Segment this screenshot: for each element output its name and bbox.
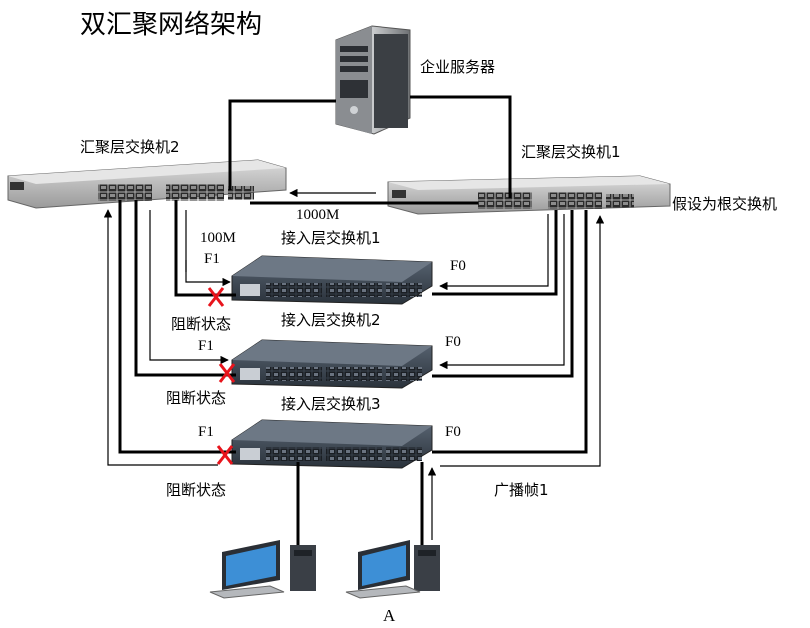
as1-blocked-label: 阻断状态 (171, 315, 232, 333)
block-mark-as1 (207, 287, 225, 307)
broadcast-flow-arrows (103, 188, 605, 540)
arrow-agg1-to-as2 (439, 214, 565, 370)
link-server-agg1 (410, 95, 512, 198)
link-server-agg2 (228, 99, 336, 190)
agg-switch-1-label: 汇聚层交换机1 (521, 143, 621, 161)
link-as1-agg2 (174, 200, 236, 297)
arrow-as3-to-agg1 (440, 215, 605, 467)
block-mark-as3 (216, 445, 234, 465)
access-switch-3-label: 接入层交换机3 (281, 395, 381, 413)
arrow-agg1-to-as1 (439, 214, 549, 291)
server-label: 企业服务器 (420, 58, 496, 76)
access-switch-3-icon (231, 419, 433, 469)
link-as3-agg2 (118, 200, 236, 454)
access-switch-1-icon (231, 255, 433, 305)
as3-port-f1: F1 (198, 424, 214, 440)
as3-blocked-label: 阻断状态 (166, 481, 227, 499)
arrow-agg2-to-as2 (149, 210, 229, 365)
access-switch-2-label: 接入层交换机2 (281, 311, 381, 329)
access-switch-1-label: 接入层交换机1 (281, 229, 381, 247)
broadcast-frame-label: 广播帧1 (494, 481, 549, 499)
block-mark-as2 (218, 363, 236, 383)
as2-port-f1: F1 (198, 338, 214, 354)
link-as1-agg1 (432, 210, 558, 296)
as1-port-f1: F1 (204, 251, 220, 267)
uplink-speed-label: 1000M (296, 207, 340, 223)
aggregation-switch-1-icon (387, 175, 671, 215)
as2-port-f0: F0 (445, 334, 461, 350)
as2-blocked-label: 阻断状态 (166, 389, 227, 407)
link-as2-agg1 (432, 210, 574, 378)
arrow-agg2-to-as3 (103, 209, 218, 466)
agg-switch-2-label: 汇聚层交换机2 (80, 138, 180, 156)
host-a-label: A (383, 606, 396, 625)
link-as2-agg2 (134, 200, 236, 377)
access-speed-label: 100M (200, 230, 236, 246)
link-as3-agg1 (432, 210, 588, 454)
root-switch-note: 假设为根交换机 (672, 195, 778, 213)
diagram-title: 双汇聚网络架构 (80, 10, 263, 40)
access-switch-2-icon (231, 339, 433, 389)
pc-left-icon (209, 540, 316, 599)
aggregation-switch-2-icon (7, 159, 287, 209)
enterprise-server-icon (335, 25, 411, 135)
as3-port-f0: F0 (445, 424, 461, 440)
as1-port-f0: F0 (450, 258, 466, 274)
arrow-agg2-to-as1 (185, 210, 231, 287)
pc-host-a-icon (345, 540, 440, 599)
